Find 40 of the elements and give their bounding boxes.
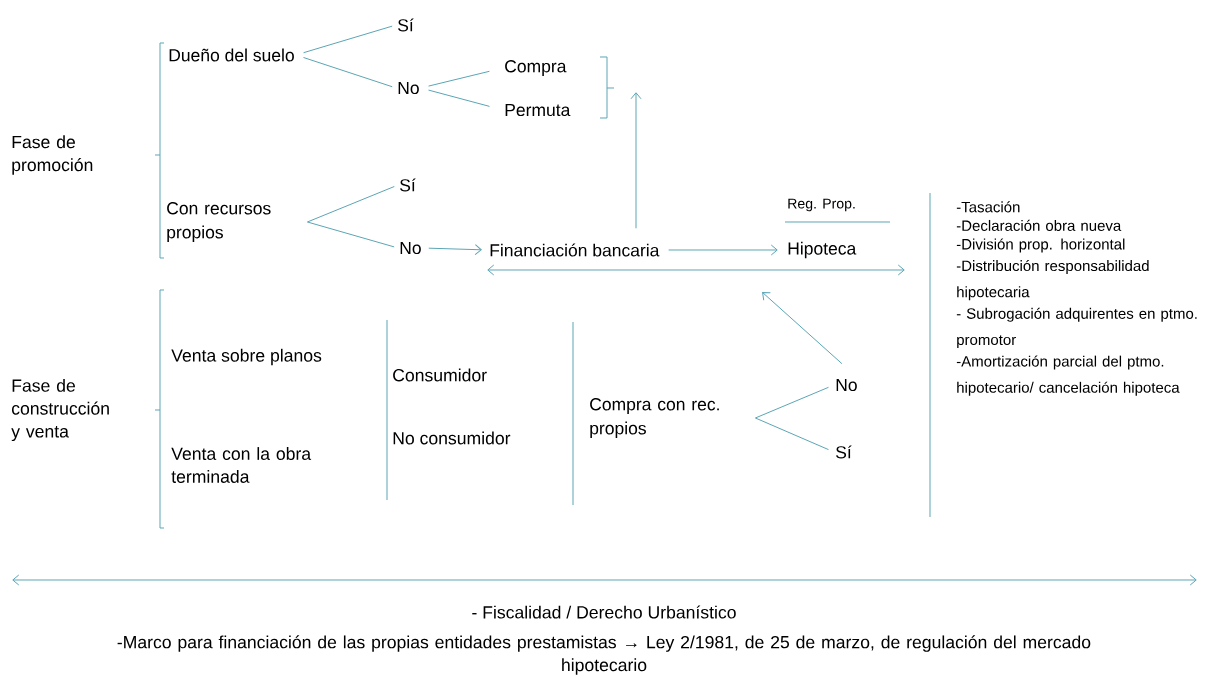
note-text: - Subrogación adquirentes en ptmo. promotor xyxy=(956,307,1197,349)
arrow xyxy=(630,92,642,229)
note-text: -Declaración obra nueva xyxy=(956,219,1122,231)
text-label: Venta sobre planos xyxy=(171,348,322,366)
option-text: Sí xyxy=(836,445,852,459)
option-text: No xyxy=(836,378,857,392)
branch-line xyxy=(306,221,395,248)
option-text: Sí xyxy=(398,18,414,32)
branch-line xyxy=(303,25,393,54)
option-text: No xyxy=(398,81,419,95)
text-label: Fase de construcción y venta xyxy=(11,378,109,442)
branch-line xyxy=(754,417,829,451)
note-text: -Marco para financiación de las propias entidades prestamistas → Ley 2/1981, de 25 de marzo, de regulación del mercado hipotecario xyxy=(117,635,1091,675)
option-text: Hipoteca xyxy=(788,241,857,259)
branch-line xyxy=(428,89,490,107)
note-text: -División prop. horizontal xyxy=(956,238,1125,253)
text-label: Fase de promoción xyxy=(12,135,93,175)
option-text: Dueño del suelo xyxy=(169,48,294,62)
text-label: No consumidor xyxy=(393,431,511,445)
note-text: -Amortización parcial del ptmo. hipotecario/ cancelación hipoteca xyxy=(956,355,1180,396)
note-text: - Fiscalidad / Derecho Urbanístico xyxy=(472,605,736,619)
text-label: Consumidor xyxy=(393,368,487,382)
arrow xyxy=(762,292,843,365)
option-text: Compra xyxy=(505,60,567,76)
text-label: Venta con la obra terminada xyxy=(171,447,312,483)
option-text: Compra con rec. propios xyxy=(590,398,719,438)
option-text: Con recursos propios xyxy=(167,202,271,242)
note-text: -Distribución responsabilidad hipotecaria xyxy=(956,259,1149,301)
branch-line xyxy=(754,386,829,419)
option-text: No xyxy=(400,241,421,255)
option-text: Sí xyxy=(400,178,416,192)
branch-line xyxy=(303,57,393,88)
text-label: Reg. Prop. xyxy=(788,198,855,212)
note-text: -Tasación xyxy=(956,201,1020,213)
branch-line xyxy=(428,70,490,87)
arrow xyxy=(428,244,482,256)
arrow xyxy=(668,244,778,256)
branch-line xyxy=(306,186,395,223)
option-text: Financiación bancaria xyxy=(490,243,660,257)
option-text: Permuta xyxy=(505,103,571,117)
